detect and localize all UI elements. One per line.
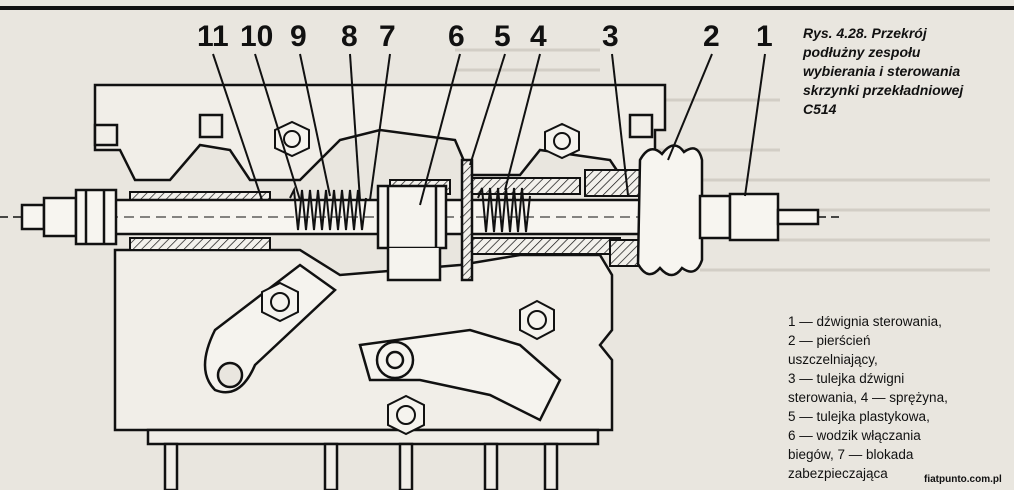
right-end <box>698 192 820 242</box>
callout-1: 1 <box>756 20 773 53</box>
selector-block <box>376 184 448 282</box>
caption-line: podłużny zespołu <box>803 44 921 60</box>
figure-caption: Rys. 4.28. Przekrój podłużny zespołu wyb… <box>803 24 1008 119</box>
spring-right <box>477 187 531 233</box>
legend-line: 5 — tulejka plastykowa, <box>788 409 930 424</box>
callout-7: 7 <box>379 20 396 53</box>
sealing-boot <box>636 144 704 277</box>
leader-lines <box>212 53 766 206</box>
callout-8: 8 <box>341 20 358 53</box>
callout-4: 4 <box>530 20 547 53</box>
caption-line: C514 <box>803 101 837 117</box>
selector-levers <box>203 263 562 422</box>
spring-left <box>289 186 367 231</box>
callout-9: 9 <box>290 20 307 53</box>
watermark: fiatpunto.com.pl <box>924 474 1002 485</box>
caption-line: skrzynki przekładniowej <box>803 82 964 98</box>
left-end-fitting <box>20 188 118 246</box>
legend-line: 1 — dźwignia sterowania, <box>788 314 942 329</box>
callout-11: 11 <box>197 20 229 53</box>
legend-line: 6 — wodzik włączania <box>788 428 921 443</box>
callout-2: 2 <box>703 20 720 53</box>
callout-3: 3 <box>602 20 619 53</box>
caption-line: wybierania i sterowania <box>803 63 961 79</box>
callout-6: 6 <box>448 20 465 53</box>
callout-10: 10 <box>240 20 274 53</box>
plastic-bushing <box>460 158 474 282</box>
legend-line: uszczelniający, <box>788 352 878 367</box>
upper-bolts <box>274 120 580 160</box>
lower-bolts <box>261 281 555 436</box>
parts-legend: 1 — dźwignia sterowania, 2 — pierścień u… <box>788 312 1008 483</box>
legend-line: zabezpieczająca <box>788 466 888 481</box>
upper-housing <box>93 83 667 182</box>
caption-line: Rys. 4.28. Przekrój <box>803 25 927 41</box>
callout-5: 5 <box>494 20 511 53</box>
base-flange <box>146 428 600 490</box>
legend-line: 2 — pierścień <box>788 333 871 348</box>
legend-line: biegów, 7 — blokada <box>788 447 914 462</box>
legend-line: sterowania, 4 — sprężyna, <box>788 390 948 405</box>
legend-line: 3 — tulejka dźwigni <box>788 371 905 386</box>
